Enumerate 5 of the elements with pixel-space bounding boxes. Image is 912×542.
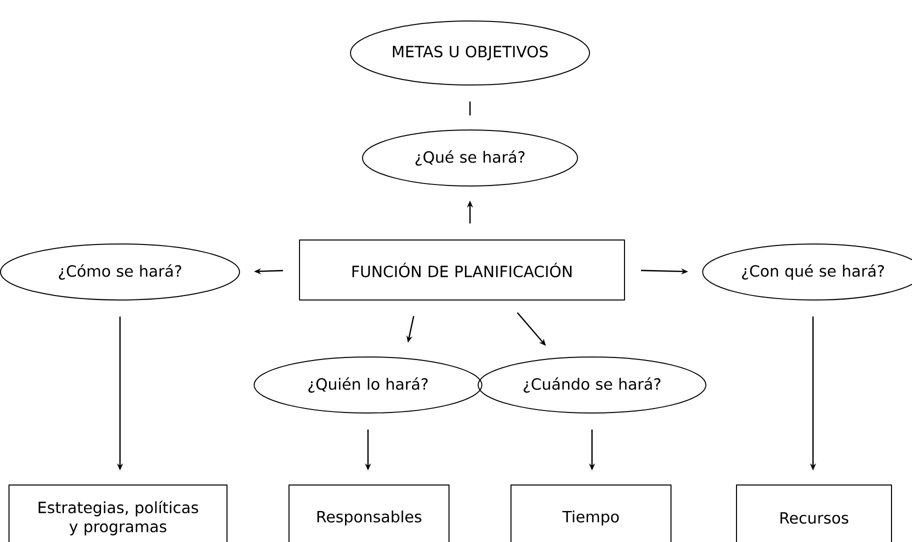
- process-box: Recursos: [736, 484, 892, 542]
- process-box: Tiempo: [510, 484, 672, 542]
- process-box: FUNCIÓN DE PLANIFICACIÓN: [299, 240, 625, 300]
- process-box: Responsables: [288, 484, 450, 542]
- process-box: Estrategias, políticas y programas: [8, 484, 228, 542]
